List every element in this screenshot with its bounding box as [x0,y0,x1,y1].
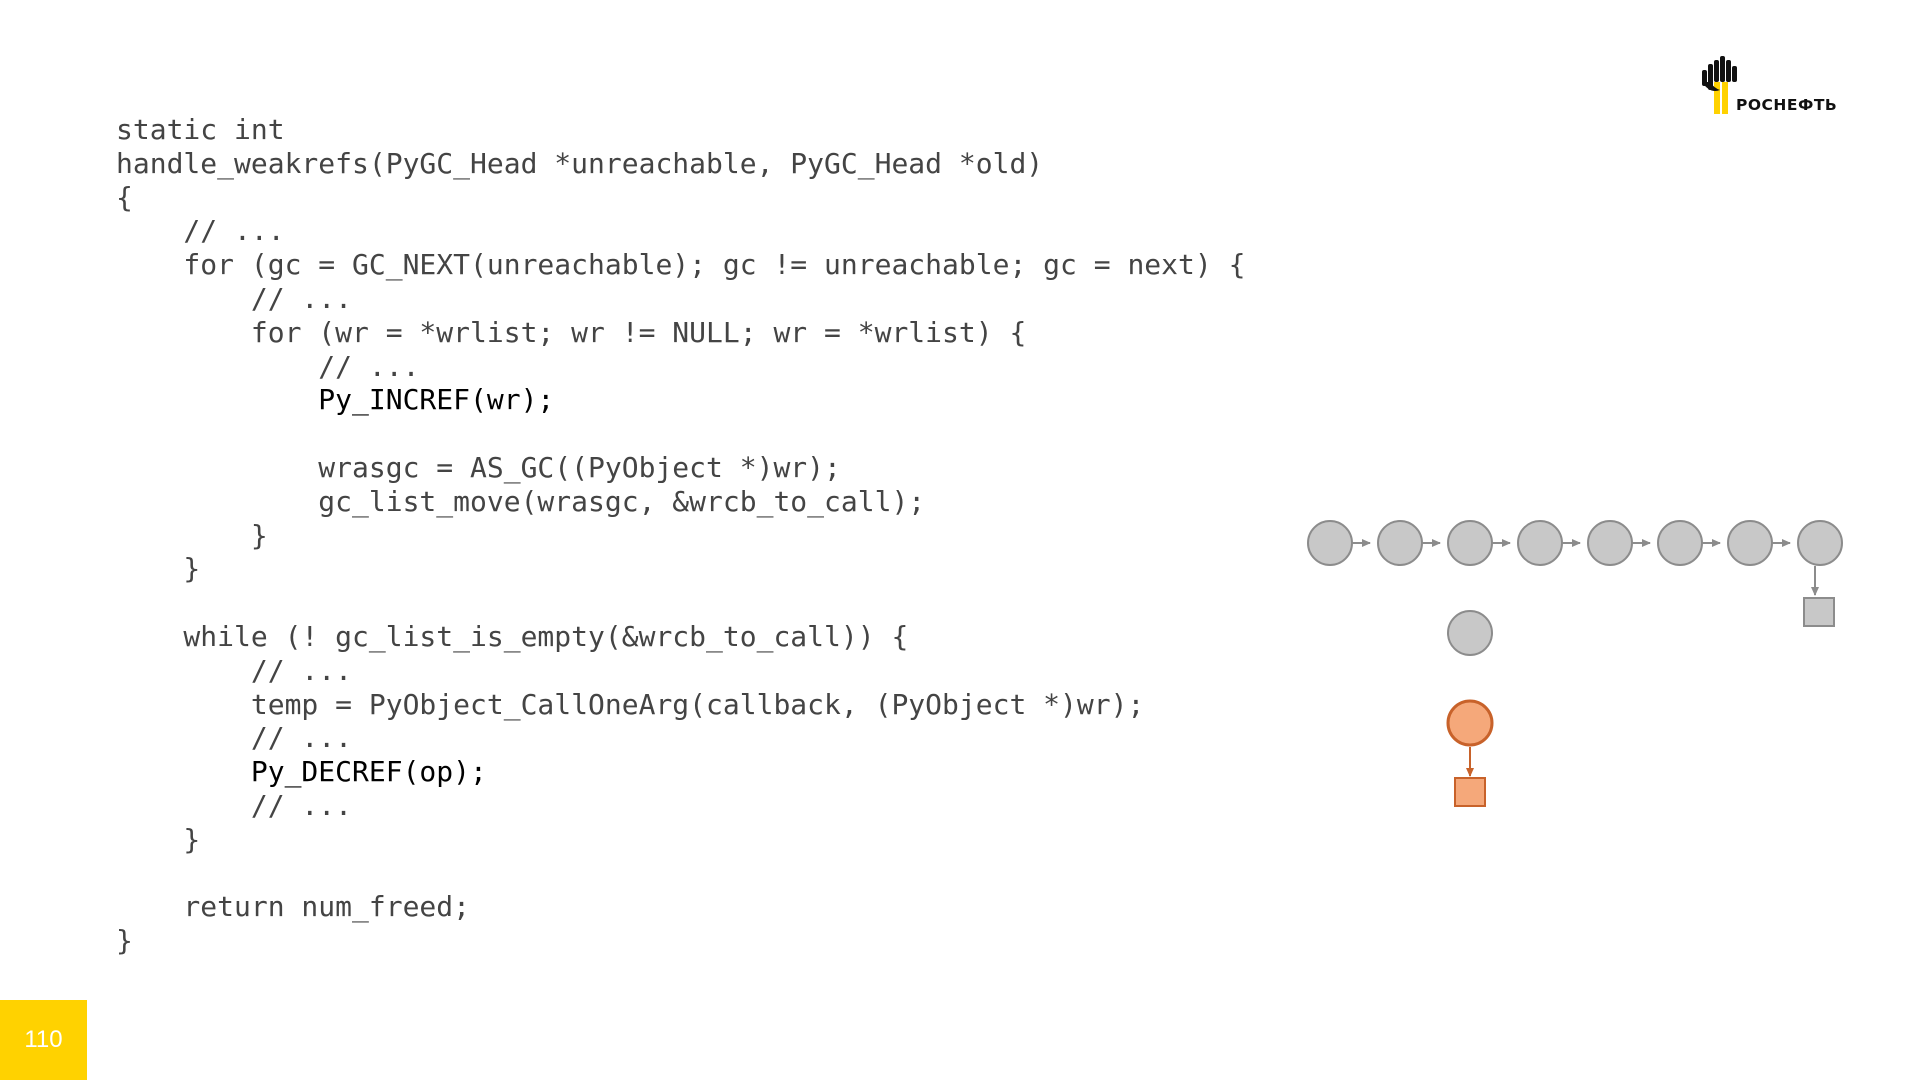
chain-node [1797,520,1843,566]
code-line: Py_DECREF(op); [116,755,487,789]
code-line: return num_freed; [116,890,471,924]
code-line: // ... [116,349,420,383]
rosneft-wordmark: РОСНЕФТЬ [1736,96,1838,114]
chain-nodes [1307,520,1843,627]
chain-node [1727,520,1773,566]
highlighted-weakref [1446,699,1494,807]
chain-tail-weakref-box [1803,597,1835,627]
isolated-node [1447,610,1493,656]
code-line: temp = PyObject_CallOneArg(callback, (Py… [116,687,1145,721]
code-line: } [116,924,133,958]
chain-node [1587,520,1633,566]
code-line: // ... [116,281,353,315]
highlighted-box [1454,777,1486,807]
code-line: } [116,552,201,586]
page-number: 110 [0,1000,87,1080]
code-line: // ... [116,214,285,248]
code-line: // ... [116,788,353,822]
code-line: while (! gc_list_is_empty(&wrcb_to_call)… [116,619,909,653]
code-line [116,857,1245,891]
chain-node [1657,520,1703,566]
rosneft-emblem-icon [1702,56,1737,114]
code-line: handle_weakrefs(PyGC_Head *unreachable, … [116,146,1044,180]
chain-node [1447,520,1493,566]
code-line: Py_INCREF(wr); [116,383,555,417]
chain-node [1307,520,1353,566]
rosneft-logo: РОСНЕФТЬ [1700,56,1870,118]
code-line [116,586,1245,620]
code-line: for (gc = GC_NEXT(unreachable); gc != un… [116,248,1246,282]
code-line: // ... [116,721,353,755]
chain-node [1517,520,1563,566]
code-line: { [116,180,133,214]
chain-edges [1352,539,1819,596]
code-line [116,417,1245,451]
code-line: wrasgc = AS_GC((PyObject *)wr); [116,450,841,484]
code-line: // ... [116,653,353,687]
code-line: } [116,822,201,856]
chain-node [1377,520,1423,566]
gc-diagram [1307,520,1843,807]
code-line: } [116,518,268,552]
code-line: for (wr = *wrlist; wr != NULL; wr = *wrl… [116,315,1027,349]
code-line: static int [116,113,285,146]
code-line: gc_list_move(wrasgc, &wrcb_to_call); [116,484,926,518]
highlighted-node [1446,699,1494,747]
